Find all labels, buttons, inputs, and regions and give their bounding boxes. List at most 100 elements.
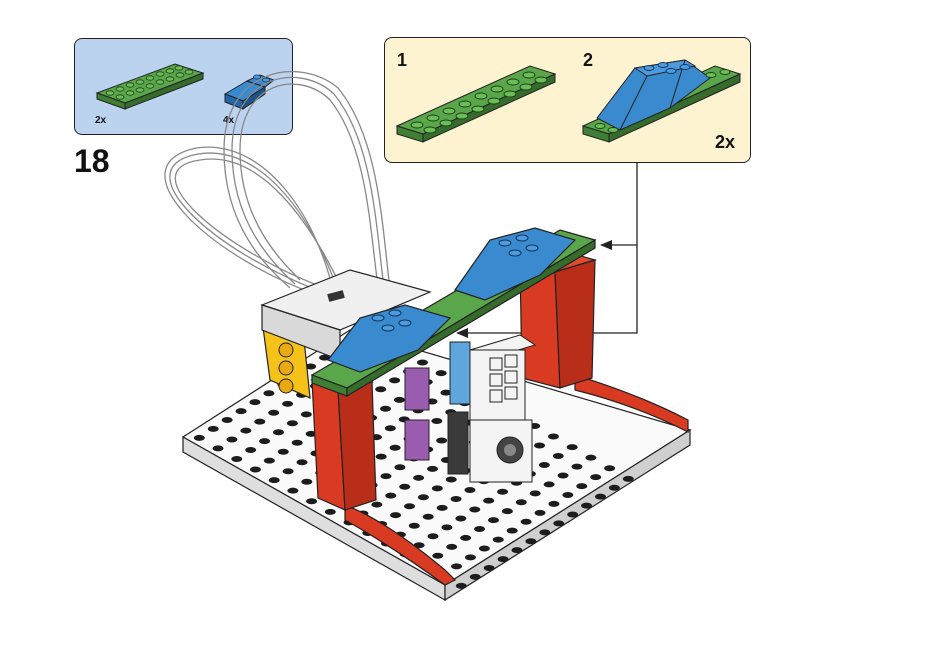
baseplate-stud bbox=[343, 452, 355, 459]
baseplate-stud bbox=[469, 506, 481, 513]
blue-slope-roof-left bbox=[327, 304, 452, 373]
baseplate-stud bbox=[254, 418, 266, 425]
baseplate-stud bbox=[245, 447, 257, 454]
baseplate-stud bbox=[464, 487, 476, 494]
baseplate-stud bbox=[356, 375, 368, 382]
baseplate-stud bbox=[338, 432, 350, 439]
baseplate-stud bbox=[477, 410, 489, 417]
baseplate-stud bbox=[272, 429, 284, 436]
baseplate-stud bbox=[371, 501, 383, 508]
baseplate-stud bbox=[501, 440, 513, 447]
baseplate-stud bbox=[231, 455, 243, 462]
baseplate-stud bbox=[403, 503, 415, 510]
baseplate-stud bbox=[482, 430, 494, 437]
baseplate-stud bbox=[436, 437, 448, 444]
baseplate-stud bbox=[487, 517, 499, 524]
sub-assembly-multiplier: 2x bbox=[715, 132, 736, 152]
baseplate-stud bbox=[576, 483, 588, 490]
baseplate-stud bbox=[379, 338, 391, 345]
baseplate-stud bbox=[305, 430, 317, 437]
baseplate-stud bbox=[491, 401, 503, 408]
baseplate-stud bbox=[567, 511, 579, 518]
baseplate-stud bbox=[478, 478, 490, 485]
baseplate-stud bbox=[399, 551, 411, 558]
baseplate-stud bbox=[361, 395, 373, 402]
distance-sensor bbox=[447, 411, 533, 483]
baseplate-stud bbox=[454, 380, 466, 387]
baseplate-stud bbox=[329, 460, 341, 467]
green-plate-part-icon bbox=[95, 63, 205, 110]
baseplate-stud bbox=[407, 387, 419, 394]
baseplate-stud bbox=[515, 431, 527, 438]
red-curved-slopes bbox=[344, 374, 689, 586]
baseplate-stud bbox=[585, 454, 597, 461]
baseplate-stud bbox=[319, 421, 331, 428]
baseplate-stud bbox=[431, 418, 443, 425]
baseplate-stud bbox=[296, 459, 308, 466]
baseplate-stud bbox=[468, 439, 480, 446]
baseplate-stud bbox=[524, 470, 536, 477]
baseplate-stud bbox=[366, 482, 378, 489]
white-baseplate bbox=[181, 327, 692, 602]
baseplate-stud bbox=[282, 400, 294, 407]
baseplate-stud bbox=[534, 509, 546, 516]
baseplate-stud bbox=[511, 479, 523, 486]
baseplate-stud bbox=[342, 384, 354, 391]
baseplate-stud bbox=[333, 413, 345, 420]
baseplate-stud bbox=[315, 469, 327, 476]
arrow-head-lower bbox=[456, 328, 468, 338]
baseplate-stud bbox=[510, 412, 522, 419]
baseplate-stud bbox=[207, 425, 219, 432]
baseplate-stud bbox=[446, 543, 458, 550]
baseplate-stud bbox=[417, 426, 429, 433]
baseplate-stud bbox=[416, 359, 428, 366]
baseplate-stud bbox=[314, 402, 326, 409]
baseplate-stud bbox=[384, 357, 396, 364]
baseplate-stud bbox=[394, 464, 406, 471]
baseplate-stud bbox=[393, 396, 405, 403]
top-green-plate bbox=[310, 229, 597, 398]
baseplate-stud bbox=[408, 522, 420, 529]
baseplate-stud bbox=[399, 483, 411, 490]
baseplate-stud bbox=[375, 453, 387, 460]
baseplate-stud bbox=[324, 508, 336, 515]
baseplate-stud bbox=[343, 519, 355, 526]
baseplate-stud bbox=[366, 414, 378, 421]
baseplate-stud bbox=[268, 409, 280, 416]
baseplate-stud bbox=[454, 448, 466, 455]
baseplate-stud bbox=[511, 547, 523, 554]
step-number: 18 bbox=[74, 143, 110, 179]
baseplate-stud bbox=[389, 444, 401, 451]
baseplate-stud bbox=[604, 465, 616, 472]
baseplate-stud bbox=[249, 399, 261, 406]
baseplate-stud bbox=[347, 404, 359, 411]
baseplate-stud bbox=[553, 520, 565, 527]
baseplate-stud bbox=[362, 529, 374, 536]
baseplate-stud bbox=[277, 448, 289, 455]
baseplate-stud bbox=[478, 545, 490, 552]
parts-list-panel: 2x 4x bbox=[74, 38, 293, 135]
baseplate-stud bbox=[557, 472, 569, 479]
baseplate-stud bbox=[562, 492, 574, 499]
baseplate-stud bbox=[380, 540, 392, 547]
baseplate-stud bbox=[226, 436, 238, 443]
baseplate-stud bbox=[474, 526, 486, 533]
baseplate-stud bbox=[385, 492, 397, 499]
baseplate-stud bbox=[534, 442, 546, 449]
baseplate-stud bbox=[384, 425, 396, 432]
baseplate-stud bbox=[459, 400, 471, 407]
baseplate-stud bbox=[426, 398, 438, 405]
baseplate-stud bbox=[506, 460, 518, 467]
baseplate-stud bbox=[403, 435, 415, 442]
baseplate-stud bbox=[450, 495, 462, 502]
baseplate-stud bbox=[398, 348, 410, 355]
baseplate-stud bbox=[455, 515, 467, 522]
baseplate-stud bbox=[427, 533, 439, 540]
blue-slope-part-icon bbox=[223, 74, 276, 110]
baseplate-stud bbox=[328, 393, 340, 400]
baseplate-stud bbox=[337, 365, 349, 372]
purple-bricks bbox=[404, 367, 430, 461]
baseplate-stud bbox=[413, 542, 425, 549]
baseplate-stud bbox=[552, 453, 564, 460]
baseplate-stud bbox=[525, 538, 537, 545]
